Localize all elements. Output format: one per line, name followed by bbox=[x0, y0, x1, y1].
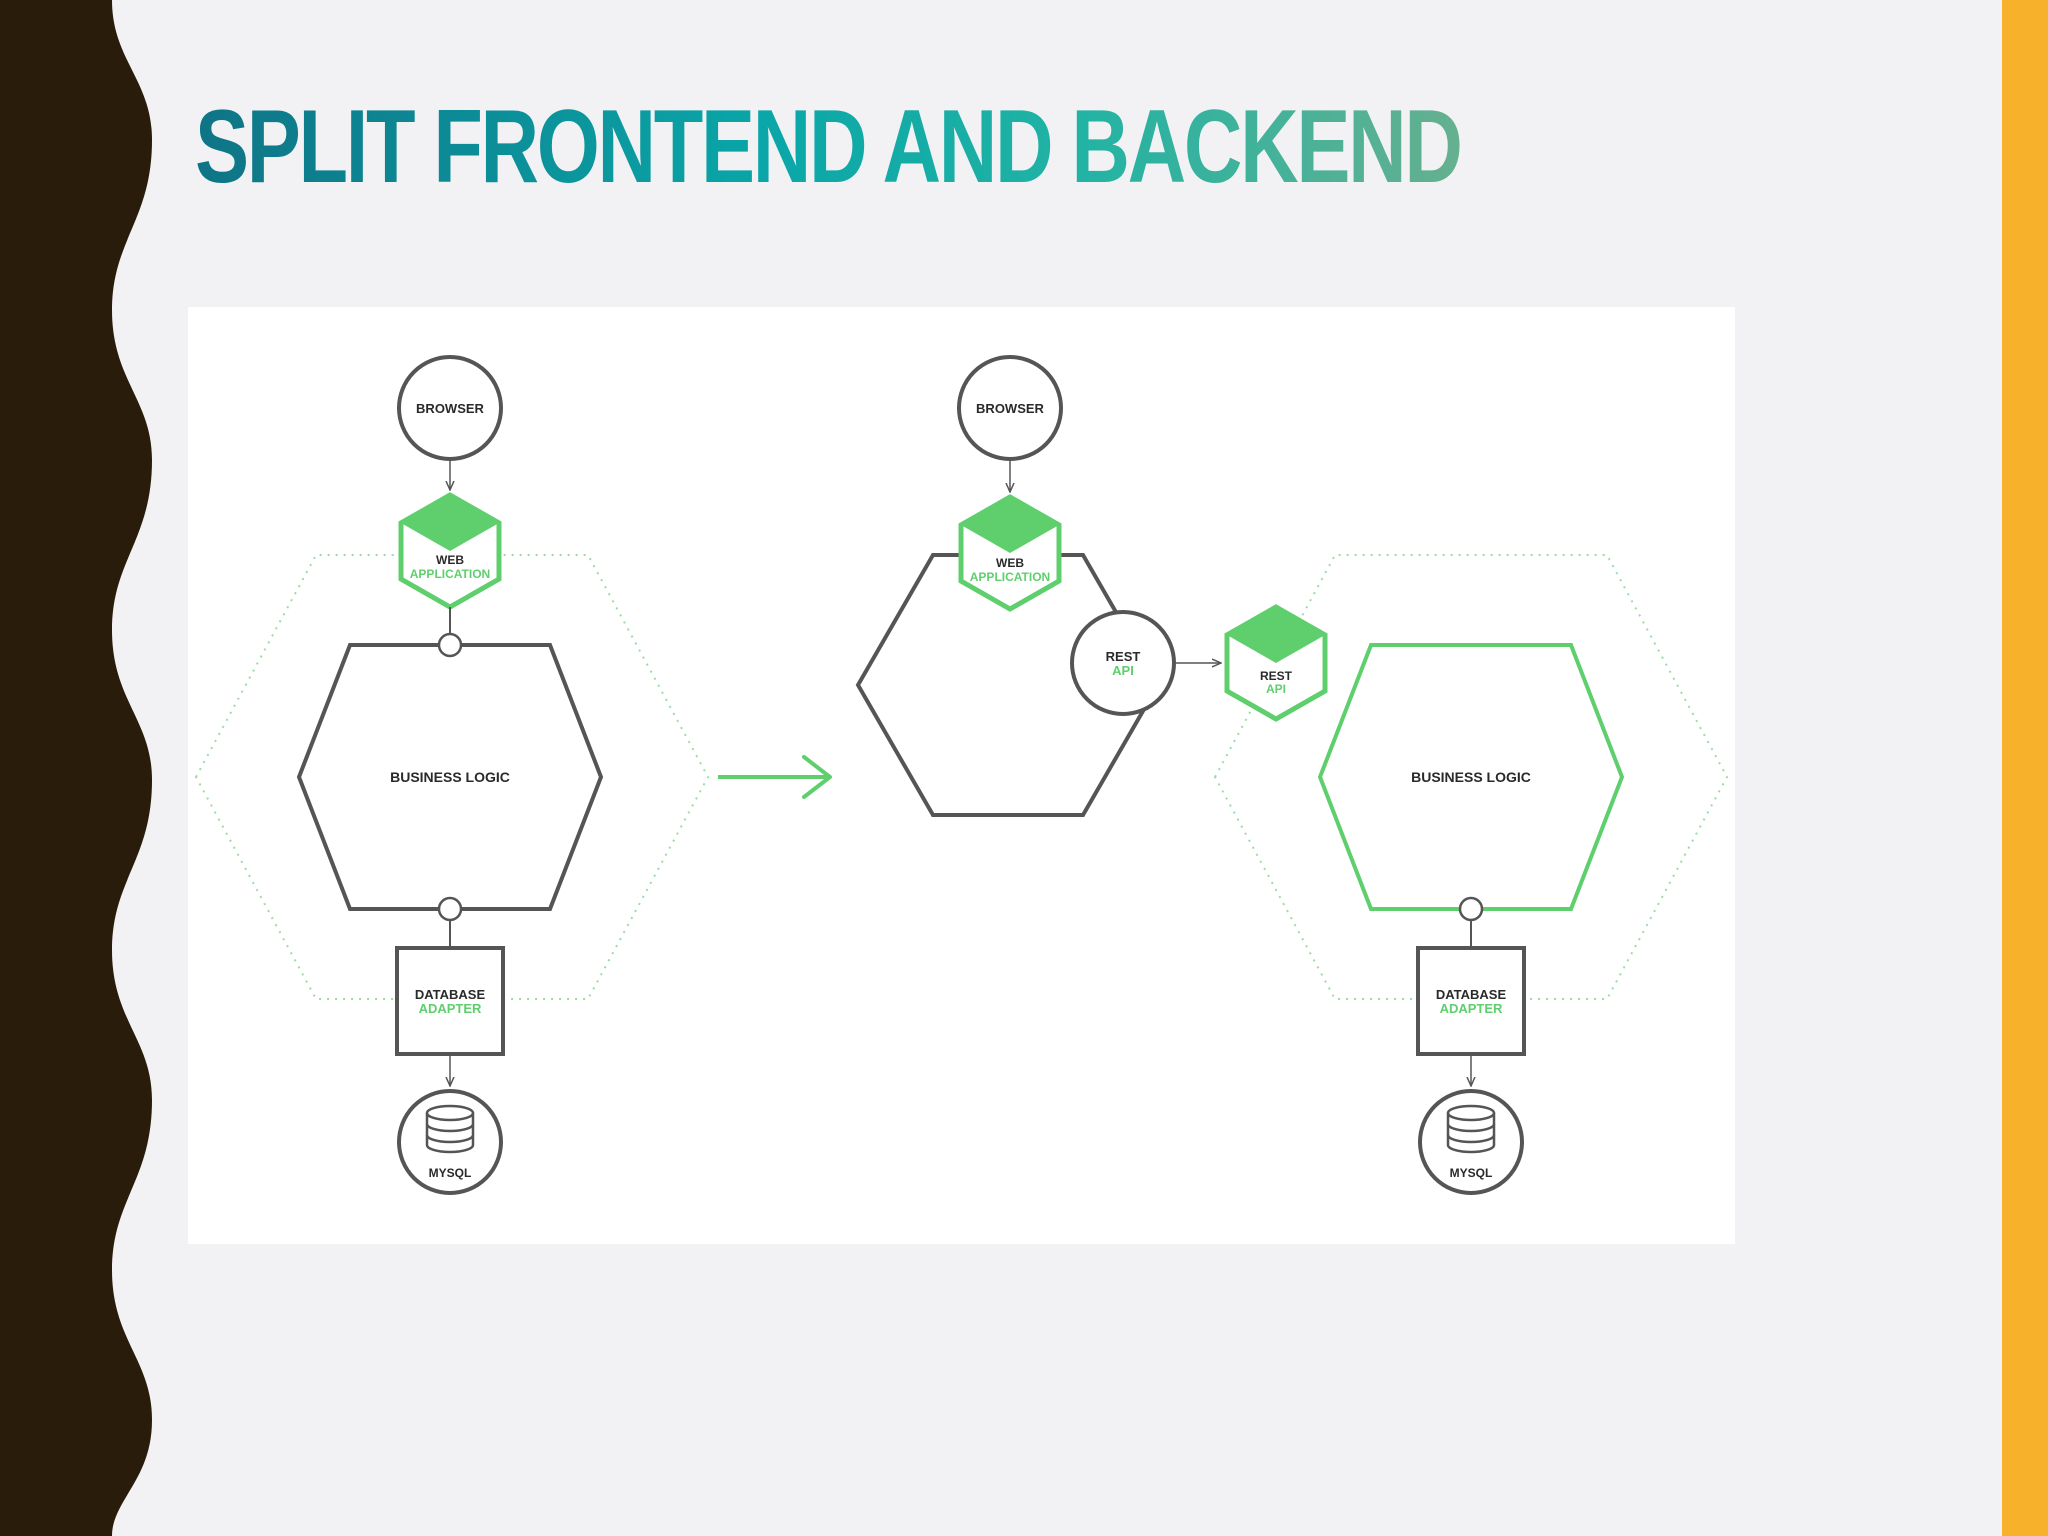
page-title: SPLIT FRONTEND AND BACKEND bbox=[195, 89, 1463, 205]
wave-shape bbox=[0, 0, 152, 1536]
web-app-label-1: WEB bbox=[996, 556, 1024, 570]
business-logic-hexagon bbox=[1317, 643, 1625, 911]
db-adapter-label-2: ADAPTER bbox=[1440, 1001, 1503, 1016]
frontend-group: BROWSER WEB APPLICATION REST API bbox=[855, 355, 1220, 817]
arrow-right-icon bbox=[718, 755, 832, 799]
database-adapter-box bbox=[395, 946, 505, 1056]
db-adapter-label-1: DATABASE bbox=[1436, 987, 1507, 1002]
outer-dotted-hexagon bbox=[1213, 554, 1729, 1000]
business-logic-label: BUSINESS LOGIC bbox=[390, 769, 510, 785]
logic-port-top bbox=[437, 632, 463, 658]
architecture-diagram: BROWSER WEB APPLICATION BUSINESS LOGIC D… bbox=[194, 355, 1729, 1195]
mysql-label: MYSQL bbox=[1450, 1166, 1493, 1180]
rest-api-label-2: API bbox=[1112, 663, 1134, 678]
outer-dotted-hexagon bbox=[194, 554, 710, 1000]
monolith-group: BROWSER WEB APPLICATION BUSINESS LOGIC D… bbox=[194, 355, 710, 1195]
diagram-panel: BROWSER WEB APPLICATION BUSINESS LOGIC D… bbox=[188, 307, 1735, 1244]
right-accent-bar bbox=[2002, 0, 2048, 1536]
web-app-label-2: APPLICATION bbox=[970, 570, 1050, 584]
web-app-cap bbox=[961, 497, 1059, 553]
logic-port-bottom bbox=[437, 896, 463, 922]
backend-group: REST API BUSINESS LOGIC DATABASE ADAPTER… bbox=[1213, 554, 1729, 1195]
rest-api-label-1: REST bbox=[1260, 669, 1293, 683]
web-app-label-1: WEB bbox=[436, 553, 464, 567]
database-adapter-box bbox=[1416, 946, 1526, 1056]
web-app-label-2: APPLICATION bbox=[410, 567, 490, 581]
db-adapter-label-1: DATABASE bbox=[415, 987, 486, 1002]
mysql-label: MYSQL bbox=[429, 1166, 472, 1180]
business-logic-label: BUSINESS LOGIC bbox=[1411, 769, 1531, 785]
browser-label: BROWSER bbox=[976, 401, 1045, 416]
rest-api-label-1: REST bbox=[1106, 649, 1141, 664]
business-logic-hexagon bbox=[296, 643, 604, 911]
web-app-cap bbox=[401, 495, 499, 551]
browser-label: BROWSER bbox=[416, 401, 485, 416]
db-adapter-label-2: ADAPTER bbox=[419, 1001, 482, 1016]
rest-api-label-2: API bbox=[1266, 682, 1286, 696]
rest-api-node bbox=[1070, 610, 1176, 716]
logic-port-bottom bbox=[1458, 896, 1484, 922]
rest-api-cap bbox=[1227, 607, 1325, 663]
